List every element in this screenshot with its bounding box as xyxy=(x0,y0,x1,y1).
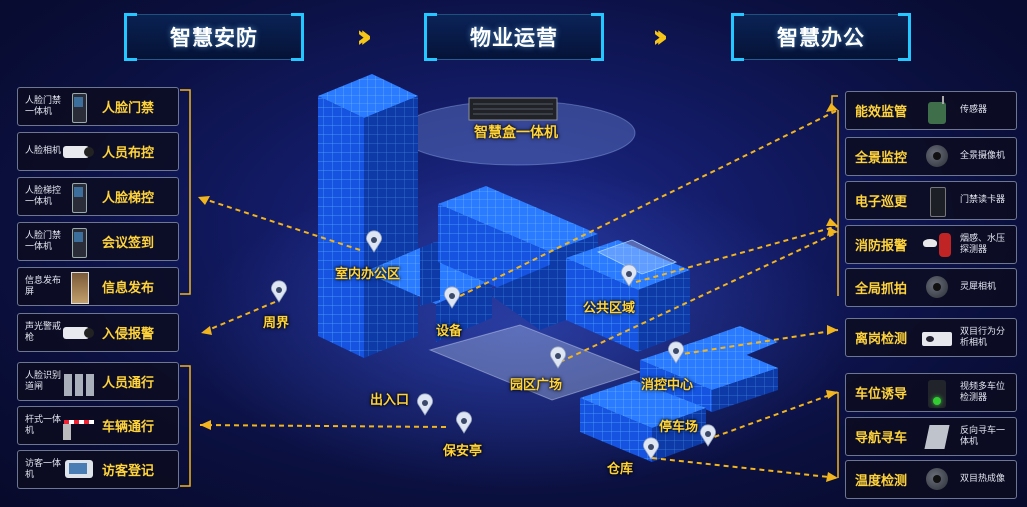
sensor-icon xyxy=(920,95,954,127)
right-card-patrol[interactable]: 电子巡更 门禁读卡器 xyxy=(845,181,1017,220)
location-pin-icon xyxy=(444,275,460,309)
function-label: 访客登记 xyxy=(102,464,155,479)
location-pin-icon xyxy=(366,219,382,253)
location-pin-icon xyxy=(668,330,684,364)
left-card-personnel-control[interactable]: 人脸相机 人员布控 xyxy=(17,132,179,171)
device-name: 人脸门禁一体机 xyxy=(25,230,62,252)
device-name: 烟感、水压探测器 xyxy=(960,233,1006,255)
function-label: 车辆通行 xyxy=(102,420,155,435)
device-name: 人脸门禁一体机 xyxy=(25,95,62,117)
loc-warehouse: 仓库 xyxy=(607,462,634,477)
loc-entrance: 出入口 xyxy=(370,393,410,408)
location-pin-icon xyxy=(643,426,659,460)
function-label: 人员通行 xyxy=(102,376,155,391)
right-card-temperature-detection[interactable]: 温度检测 双目热成像 xyxy=(845,460,1017,499)
device-name: 人脸识别道闸 xyxy=(25,370,62,392)
parking-detector-icon xyxy=(920,377,954,409)
panoramic-camera-icon xyxy=(920,141,954,173)
smoke-detector-icon xyxy=(920,229,954,261)
function-label: 人员布控 xyxy=(102,146,155,161)
signage-screen-icon xyxy=(62,271,96,304)
function-label: 人脸梯控 xyxy=(102,191,155,206)
left-card-personnel-passage[interactable]: 人脸识别道闸 人员通行 xyxy=(17,362,179,401)
device-name: 访客一体机 xyxy=(25,458,62,480)
location-pin-icon xyxy=(456,400,472,434)
function-label: 离岗检测 xyxy=(855,332,908,347)
function-label: 导航寻车 xyxy=(855,431,908,446)
device-name: 全景摄像机 xyxy=(960,151,1006,161)
alarm-camera-icon xyxy=(62,317,96,349)
visitor-kiosk-icon xyxy=(62,454,96,486)
device-name: 信息发布屏 xyxy=(25,275,62,297)
loc-park-plaza: 园区广场 xyxy=(510,378,563,393)
loc-indoor-office: 室内办公区 xyxy=(335,267,401,282)
dome-camera-icon xyxy=(920,272,954,304)
turnstile-icon xyxy=(62,366,96,398)
device-name: 灵犀相机 xyxy=(960,282,997,292)
left-card-meeting-checkin[interactable]: 人脸门禁一体机 会议签到 xyxy=(17,222,179,261)
device-name: 双目热成像 xyxy=(960,474,1006,484)
function-label: 电子巡更 xyxy=(855,195,908,210)
stage-property-operations: 物业运营 xyxy=(424,13,604,61)
function-label: 全局抓拍 xyxy=(855,282,908,297)
device-name: 人脸相机 xyxy=(25,146,62,156)
location-pin-icon xyxy=(700,413,716,447)
right-card-parking-guidance[interactable]: 车位诱导 视频多车位检测器 xyxy=(845,373,1017,412)
function-label: 会议签到 xyxy=(102,236,155,251)
function-label: 能效监管 xyxy=(855,105,908,120)
function-label: 车位诱导 xyxy=(855,387,908,402)
barrier-gate-icon xyxy=(62,410,96,442)
thermal-camera-icon xyxy=(920,464,954,496)
device-name: 反向寻车一体机 xyxy=(960,425,1006,447)
device-name: 传感器 xyxy=(960,105,988,115)
loc-fire-control-center: 消控中心 xyxy=(641,378,694,393)
loc-public-area: 公共区域 xyxy=(583,301,636,316)
loc-parking: 停车场 xyxy=(659,420,699,435)
function-label: 信息发布 xyxy=(102,281,155,296)
right-card-off-duty-detection[interactable]: 离岗检测 双目行为分析相机 xyxy=(845,318,1017,357)
function-label: 入侵报警 xyxy=(102,327,155,342)
location-pin-icon xyxy=(271,269,287,303)
hub-label: 智慧盒一体机 xyxy=(474,125,558,141)
left-card-elevator-control[interactable]: 人脸梯控一体机 人脸梯控 xyxy=(17,177,179,216)
stage-smart-office: 智慧办公 xyxy=(731,13,911,61)
right-card-fire-alarm[interactable]: 消防报警 烟感、水压探测器 xyxy=(845,225,1017,264)
device-name: 声光警戒枪 xyxy=(25,321,62,343)
stage-smart-security: 智慧安防 xyxy=(124,13,304,61)
location-pin-icon xyxy=(621,253,637,287)
left-card-face-access[interactable]: 人脸门禁一体机 人脸门禁 xyxy=(17,87,179,126)
left-card-intrusion-alarm[interactable]: 声光警戒枪 入侵报警 xyxy=(17,313,179,352)
face-camera-icon xyxy=(62,136,96,168)
function-label: 消防报警 xyxy=(855,239,908,254)
right-card-global-capture[interactable]: 全局抓拍 灵犀相机 xyxy=(845,268,1017,307)
loc-perimeter: 周界 xyxy=(263,316,290,331)
right-card-car-finder[interactable]: 导航寻车 反向寻车一体机 xyxy=(845,417,1017,456)
loc-guard-booth: 保安亭 xyxy=(443,444,483,459)
device-name: 视频多车位检测器 xyxy=(960,381,1006,403)
function-label: 人脸门禁 xyxy=(102,101,155,116)
function-label: 温度检测 xyxy=(855,474,908,489)
function-label: 全景监控 xyxy=(855,151,908,166)
face-terminal-icon xyxy=(62,226,96,258)
left-card-info-publish[interactable]: 信息发布屏 信息发布 xyxy=(17,267,179,306)
binocular-camera-icon xyxy=(920,322,954,354)
right-card-energy-monitoring[interactable]: 能效监管 传感器 xyxy=(845,91,1017,130)
left-card-visitor-registration[interactable]: 访客一体机 访客登记 xyxy=(17,450,179,489)
loc-equipment: 设备 xyxy=(436,324,463,339)
device-name: 门禁读卡器 xyxy=(960,195,1006,205)
device-name: 人脸梯控一体机 xyxy=(25,185,62,207)
device-name: 杆式一体机 xyxy=(25,414,62,436)
right-card-panoramic-monitoring[interactable]: 全景监控 全景摄像机 xyxy=(845,137,1017,176)
location-pin-icon xyxy=(550,335,566,369)
left-card-vehicle-passage[interactable]: 杆式一体机 车辆通行 xyxy=(17,406,179,445)
location-pin-icon xyxy=(417,382,433,416)
device-name: 双目行为分析相机 xyxy=(960,326,1006,348)
card-reader-icon xyxy=(920,185,954,217)
face-terminal-icon xyxy=(62,91,96,123)
face-terminal-icon xyxy=(62,181,96,213)
